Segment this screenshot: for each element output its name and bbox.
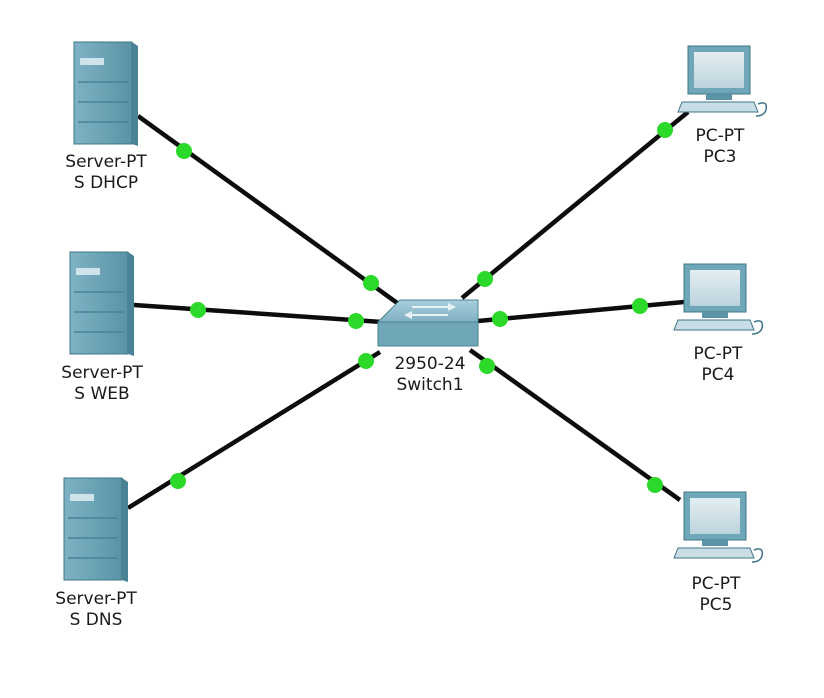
node-model: 2950-24 [394, 354, 466, 374]
link-light [348, 313, 364, 329]
switch-icon[interactable] [376, 299, 479, 347]
link-s-dns-switch1[interactable] [126, 350, 382, 510]
node-label-switch1: 2950-24 Switch1 [394, 354, 465, 396]
node-name: S DHCP [73, 173, 139, 193]
node-name: PC3 [703, 147, 737, 167]
node-label-s-dhcp: Server-PT S DHCP [65, 152, 146, 194]
link-pc5-switch1[interactable] [468, 348, 682, 502]
server-icon[interactable] [73, 41, 138, 146]
pc-icon[interactable] [673, 263, 764, 335]
node-label-s-web: Server-PT S WEB [61, 363, 142, 405]
link-pc3-switch1[interactable] [460, 110, 690, 300]
link-pc4-switch1[interactable] [477, 299, 685, 324]
node-model: PC-PT [691, 574, 741, 594]
node-name: Switch1 [396, 375, 464, 395]
node-name: PC4 [701, 365, 735, 385]
node-label-pc4: PC-PT PC4 [694, 344, 743, 386]
node-model: Server-PT [61, 363, 143, 383]
link-light [632, 298, 648, 314]
link-light [358, 353, 374, 369]
node-label-s-dns: Server-PT S DNS [55, 589, 136, 631]
node-name: PC5 [699, 595, 733, 615]
link-s-web-switch1[interactable] [133, 302, 383, 325]
links [126, 110, 690, 510]
link-light [477, 271, 493, 287]
link-s-dhcp-switch1[interactable] [136, 114, 402, 307]
link-light [479, 358, 495, 374]
server-icon[interactable] [63, 477, 128, 582]
node-name: S DNS [69, 610, 123, 630]
link-light [492, 311, 508, 327]
node-model: PC-PT [693, 344, 743, 364]
node-name: S WEB [74, 384, 130, 404]
node-model: PC-PT [695, 126, 745, 146]
link-light [657, 122, 673, 138]
link-light [363, 275, 379, 291]
node-model: Server-PT [55, 589, 137, 609]
node-model: Server-PT [65, 152, 147, 172]
link-light [190, 302, 206, 318]
link-light [647, 477, 663, 493]
pc-icon[interactable] [677, 45, 768, 117]
link-light [170, 473, 186, 489]
link-lights [170, 122, 673, 493]
server-icon[interactable] [69, 251, 134, 356]
link-light [176, 143, 192, 159]
pc-icon[interactable] [673, 491, 764, 563]
node-label-pc3: PC-PT PC3 [696, 126, 745, 168]
node-label-pc5: PC-PT PC5 [692, 574, 741, 616]
